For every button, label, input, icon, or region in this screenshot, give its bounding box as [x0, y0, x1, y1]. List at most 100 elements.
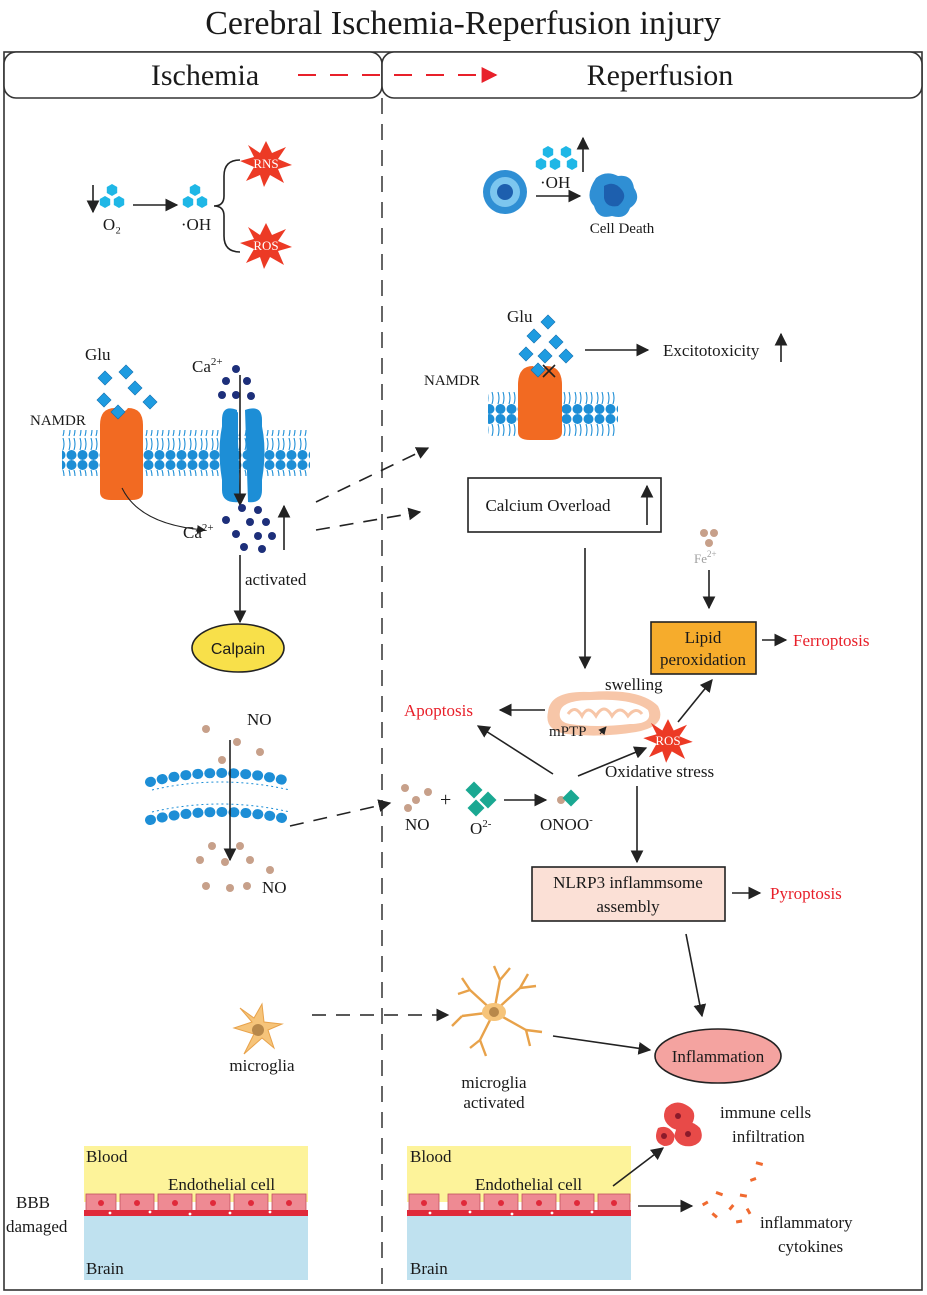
o2-superoxide-label: O2-: [470, 818, 492, 838]
dashed-arrow-to-reperfusion-membrane: [315, 447, 430, 503]
excitotoxicity-label: Excitotoxicity: [663, 341, 760, 360]
blood-region: [84, 1146, 308, 1202]
nlrp3-box: [531, 866, 726, 922]
calcium-overload-label: Calcium Overload: [485, 496, 611, 515]
cell-death-group: ·OH Cell Death: [483, 136, 655, 237]
inflammation-label: Inflammation: [672, 1047, 765, 1066]
onoo-label: ONOO-: [540, 814, 593, 834]
ros-label: ROS: [253, 238, 278, 253]
calcium-overload-box: [467, 477, 662, 533]
oh-label-reperfusion: ·OH: [540, 173, 570, 192]
arrow-nlrp3-to-inflammation: [685, 933, 707, 1018]
nlrp3-line-1: NLRP3 inflammsome: [553, 873, 703, 892]
no-bottom-label: NO: [262, 878, 287, 897]
immune-line-1: immune cells: [720, 1103, 811, 1122]
fe-label: Fe2+: [694, 549, 717, 566]
calpain-label: Calpain: [211, 641, 265, 658]
no-top-label: NO: [247, 710, 272, 729]
arrow-microglia-to-inflammation: [552, 1035, 652, 1055]
blocked-cross-icon: [542, 364, 556, 378]
mptp-arrow-icon: [598, 726, 607, 736]
blood-region-reperfusion: [407, 1146, 631, 1202]
swelling-label: swelling: [605, 675, 663, 694]
lipid-line-1: Lipid: [685, 628, 722, 647]
page-title: Cerebral Ischemia-Reperfusion injury: [205, 5, 720, 42]
brain-label-reperfusion: Brain: [410, 1259, 448, 1278]
arrow-onoo-to-apoptosis: [476, 725, 554, 775]
no-reaction-label: NO: [405, 815, 430, 834]
apoptosis-label: Apoptosis: [404, 701, 473, 720]
arrow-ros-to-lipid: [677, 679, 713, 723]
header-right-box: [381, 51, 923, 99]
namdr-receptor-reperfusion-icon: [518, 366, 562, 440]
oh-label: ·OH: [181, 215, 211, 234]
arrow-bbb-to-immune: [612, 1147, 665, 1187]
cytokines-line-2: cytokines: [778, 1237, 843, 1256]
brace: [213, 159, 241, 253]
ischemia-membrane-group: NAMDR Glu Ca2+ Ca2+ activated Calpain: [30, 345, 310, 673]
endothelial-cells-reperfusion: [407, 1193, 631, 1216]
immune-cells-icon: [656, 1102, 702, 1147]
dashed-arrow-to-calcium-overload: [315, 507, 422, 531]
microglia-label: microglia: [229, 1056, 295, 1075]
oxygen-radical-group: O₂ ·OH RNS ROS: [86, 141, 292, 269]
ca-ions-top: [218, 365, 255, 400]
blood-label: Blood: [86, 1147, 128, 1166]
glu-label-reperfusion: Glu: [507, 307, 533, 326]
lipid-peroxidation-box: [650, 621, 757, 675]
inflammation-node: [654, 1028, 782, 1084]
ferroptosis-label: Ferroptosis: [793, 631, 870, 650]
bbb-reperfusion-panel: Blood Endothelial cell Brain: [407, 1146, 631, 1280]
o2-label: O₂: [103, 215, 121, 234]
header-ischemia: Ischemia: [151, 59, 259, 92]
header-reperfusion: Reperfusion: [587, 59, 734, 92]
brain-region-reperfusion: [407, 1214, 631, 1280]
activated-label: activated: [245, 570, 307, 589]
mptp-label: mPTP: [549, 724, 587, 740]
namdr-label-reperfusion: NAMDR: [424, 373, 480, 389]
brain-region: [84, 1214, 308, 1280]
calpain-node: [191, 623, 285, 673]
curved-bilayer: [145, 768, 297, 787]
endothelial-label-reperfusion: Endothelial cell: [475, 1175, 582, 1194]
no-dots-bottom: [196, 842, 274, 892]
ca-bottom-label: Ca2+: [183, 522, 214, 542]
no-membrane-group: NO NO: [145, 710, 297, 897]
bbb-label: BBB: [16, 1193, 50, 1212]
microglia-activated-line-2: activated: [463, 1093, 525, 1112]
fe-dots: [700, 529, 718, 547]
namdr-receptor-icon: [100, 408, 143, 500]
blood-label-reperfusion: Blood: [410, 1147, 452, 1166]
cytokines-icon: [701, 1161, 764, 1224]
lipid-line-2: peroxidation: [660, 650, 746, 669]
reperfusion-membrane-group: NAMDR Glu Excitotoxicity: [424, 307, 788, 440]
immune-line-2: infiltration: [732, 1127, 805, 1146]
microglia-icon: [232, 1002, 284, 1055]
ca-ions-bottom: [222, 504, 276, 553]
namdr-label: NAMDR: [30, 413, 86, 429]
brain-label: Brain: [86, 1259, 124, 1278]
nlrp3-line-2: assembly: [596, 897, 660, 916]
bbb-ischemia-panel: Blood Endothelial cell Brain BBB damaged: [6, 1146, 308, 1280]
glu-label: Glu: [85, 345, 111, 364]
no-dots-top: [202, 725, 264, 764]
cytokines-line-1: inflammatory: [760, 1213, 853, 1232]
ca-top-label: Ca2+: [192, 356, 223, 376]
dashed-arrow-no-to-reaction: [289, 799, 392, 827]
no-dots-reaction: [401, 784, 432, 812]
arrow-onoo-to-ros: [577, 746, 648, 777]
endothelial-cells: [84, 1193, 308, 1216]
endothelial-label: Endothelial cell: [168, 1175, 275, 1194]
plus-label: +: [440, 789, 451, 811]
cell-death-label: Cell Death: [590, 221, 655, 237]
microglia-activated-line-1: microglia: [461, 1073, 527, 1092]
rns-label: RNS: [253, 156, 278, 171]
damaged-label: damaged: [6, 1217, 68, 1236]
arrow-namdr-to-ca: [121, 487, 206, 534]
mitochondrion-icon: [547, 691, 661, 736]
pyroptosis-label: Pyroptosis: [770, 884, 842, 903]
oxidative-stress-label: Oxidative stress: [605, 762, 714, 781]
lipid-bilayer: [62, 430, 310, 476]
ros-label-reperfusion: ROS: [655, 733, 680, 748]
